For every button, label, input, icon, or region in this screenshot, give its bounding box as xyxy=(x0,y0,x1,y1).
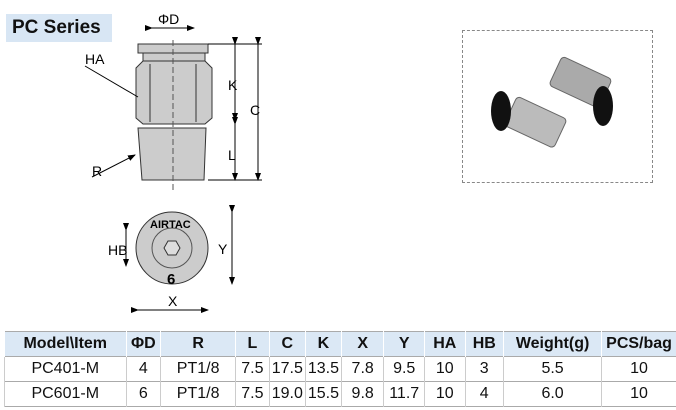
label-l: L xyxy=(228,147,236,163)
table-cell: 4 xyxy=(125,356,161,382)
table-cell: 15.5 xyxy=(304,381,342,407)
table-cell: 4 xyxy=(464,381,504,407)
label-x: X xyxy=(168,293,178,309)
table-cell: PC401-M xyxy=(4,356,126,382)
hex-body xyxy=(135,60,213,125)
table-cell: 3 xyxy=(464,356,504,382)
col-header: C xyxy=(268,331,306,357)
brand-logo: AIRTAC xyxy=(150,219,191,231)
label-c: C xyxy=(250,102,260,118)
table-cell: 10 xyxy=(601,381,676,407)
label-phid: ΦD xyxy=(158,11,179,27)
col-header: R xyxy=(160,331,236,357)
hex-socket xyxy=(163,240,181,256)
table-cell: 11.7 xyxy=(383,381,425,407)
series-title: PC Series xyxy=(6,14,112,42)
label-ha: HA xyxy=(85,51,105,67)
col-header: HA xyxy=(424,331,465,357)
label-hb: HB xyxy=(108,242,127,258)
label-y: Y xyxy=(218,241,228,257)
col-header: Weight(g) xyxy=(503,331,602,357)
table-cell: 6.0 xyxy=(503,381,602,407)
col-header: ΦD xyxy=(125,331,161,357)
table-cell: 9.5 xyxy=(383,356,425,382)
table-cell: 10 xyxy=(424,381,465,407)
table-cell: 5.5 xyxy=(503,356,602,382)
table-cell: 17.5 xyxy=(268,356,306,382)
col-header: HB xyxy=(464,331,504,357)
table-cell: 10 xyxy=(601,356,676,382)
product-photo xyxy=(462,30,653,183)
col-header: K xyxy=(304,331,342,357)
col-header: Model\Item xyxy=(4,331,126,357)
table-cell: PT1/8 xyxy=(160,356,236,382)
col-header: L xyxy=(235,331,270,357)
table-cell: 9.8 xyxy=(341,381,384,407)
col-header: Y xyxy=(383,331,425,357)
table-cell: 7.5 xyxy=(235,381,270,407)
spec-table: Model\Item ΦD R L C K X Y HA HB Weight(g… xyxy=(4,331,676,407)
thread-section xyxy=(137,127,207,181)
table-cell: 13.5 xyxy=(304,356,342,382)
col-header: X xyxy=(341,331,384,357)
table-cell: 19.0 xyxy=(268,381,306,407)
table-cell: PT1/8 xyxy=(160,381,236,407)
table-cell: 10 xyxy=(424,356,465,382)
technical-drawing: ΦD HA K C L R HB Y X AIRTAC 6 xyxy=(84,11,262,313)
table-cell: 7.8 xyxy=(341,356,384,382)
table-cell: 7.5 xyxy=(235,356,270,382)
label-r: R xyxy=(92,163,102,179)
label-k: K xyxy=(228,77,238,93)
table-cell: PC601-M xyxy=(4,381,126,407)
table-cell: 6 xyxy=(125,381,161,407)
size-marking: 6 xyxy=(167,271,175,288)
table-header-row: Model\Item ΦD R L C K X Y HA HB Weight(g… xyxy=(4,331,676,357)
col-header: PCS/bag xyxy=(601,331,676,357)
